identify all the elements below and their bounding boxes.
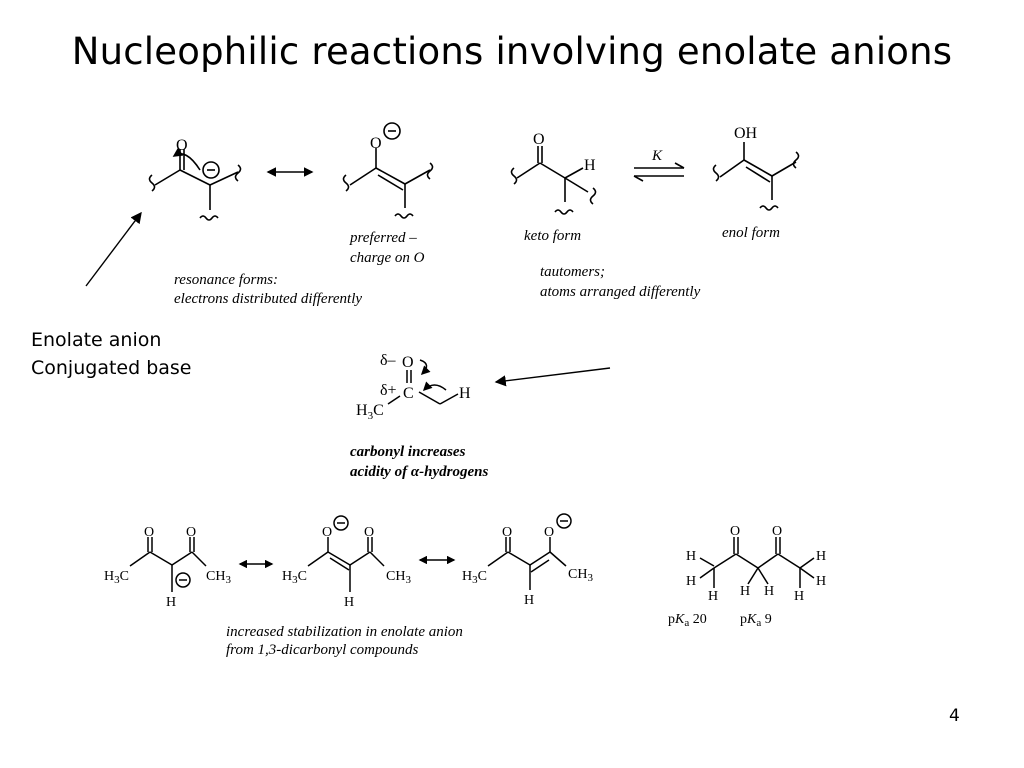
- resonance-label-line-2: electrons distributed differently: [174, 291, 362, 307]
- equilibrium-constant: K: [651, 148, 663, 164]
- methyl-h3c: H3C: [282, 569, 307, 586]
- atom-o: O: [364, 525, 374, 540]
- pka-value-right: 9: [765, 612, 772, 627]
- atom-o: O: [144, 525, 154, 540]
- pka-value-left: 20: [693, 612, 707, 627]
- atom-h: H: [459, 385, 471, 402]
- tautomer-label-line-2: atoms arranged differently: [540, 284, 701, 300]
- atom-h: H: [740, 584, 750, 599]
- atom-o: O: [186, 525, 196, 540]
- carbonyl-caption-line-1: carbonyl increases: [350, 444, 466, 460]
- diketone-enolate-form-2: [307, 515, 385, 592]
- diketone-enolate-form-3: [487, 513, 572, 590]
- atom-h: H: [166, 595, 176, 610]
- atom-o: O: [502, 525, 512, 540]
- tautomer-label-line-1: tautomers;: [540, 264, 605, 280]
- equilibrium-arrows: [633, 162, 685, 182]
- delta-plus-label: δ+: [380, 382, 397, 399]
- methyl-h3c: H3C: [104, 569, 129, 586]
- atom-o: O: [322, 525, 332, 540]
- atom-h: H: [524, 593, 534, 608]
- keto-form-caption: keto form: [524, 228, 581, 244]
- resonance-label-line-1: resonance forms:: [174, 272, 278, 288]
- atom-h: H: [816, 574, 826, 589]
- enolate-resonance-form-1: [148, 147, 242, 221]
- enolate-callout-label: Enolate anion Conjugated base: [31, 326, 192, 382]
- atom-h: H: [344, 595, 354, 610]
- slide-title: Nucleophilic reactions involving enolate…: [71, 30, 953, 73]
- atom-o: O: [370, 135, 382, 152]
- atom-h: H: [686, 574, 696, 589]
- enolate-resonance-form-2: [342, 122, 434, 219]
- diketone-enolate-form-1: [129, 537, 207, 592]
- atom-h: H: [764, 584, 774, 599]
- methyl-h3c: H3C: [356, 402, 384, 422]
- enol-form-structure: [712, 142, 800, 211]
- atom-oh: OH: [734, 125, 758, 142]
- methyl-ch3: CH3: [206, 569, 231, 586]
- enol-form-caption: enol form: [722, 225, 780, 241]
- callout-line-1: Enolate anion: [31, 329, 162, 351]
- atom-c: C: [403, 385, 414, 402]
- delta-minus-label: δ–: [380, 352, 397, 369]
- atom-h: H: [816, 549, 826, 564]
- atom-h: H: [686, 549, 696, 564]
- methyl-ch3: CH3: [568, 567, 593, 584]
- alpha-hydrogen-arrow: [494, 367, 611, 387]
- acetone-carbonyl-bonds: [387, 359, 459, 405]
- resonance-caption-line-1: preferred –: [349, 230, 417, 246]
- atom-o: O: [544, 525, 554, 540]
- methyl-ch3: CH3: [386, 569, 411, 586]
- pentanedione-structure: [699, 537, 815, 588]
- callout-arrow: [85, 211, 142, 287]
- atom-h: H: [584, 157, 596, 174]
- atom-o: O: [772, 524, 782, 539]
- stabilization-caption-line-1: increased stabilization in enolate anion: [226, 624, 463, 640]
- methyl-h3c: H3C: [462, 569, 487, 586]
- atom-o: O: [533, 131, 545, 148]
- keto-form-structure: [510, 146, 597, 215]
- stabilization-caption-line-2: from 1,3-dicarbonyl compounds: [226, 642, 419, 658]
- atom-h: H: [794, 589, 804, 604]
- page-number: 4: [949, 706, 960, 726]
- atom-o: O: [730, 524, 740, 539]
- atom-o: O: [176, 137, 188, 154]
- atom-h: H: [708, 589, 718, 604]
- pka-label-right: pKa 9: [740, 612, 772, 629]
- resonance-caption-line-2: charge on O: [350, 250, 425, 266]
- callout-line-2: Conjugated base: [31, 357, 192, 379]
- pka-label-left: pKa 20: [668, 612, 707, 629]
- atom-o: O: [402, 354, 414, 371]
- carbonyl-caption-line-2: acidity of α-hydrogens: [350, 464, 488, 480]
